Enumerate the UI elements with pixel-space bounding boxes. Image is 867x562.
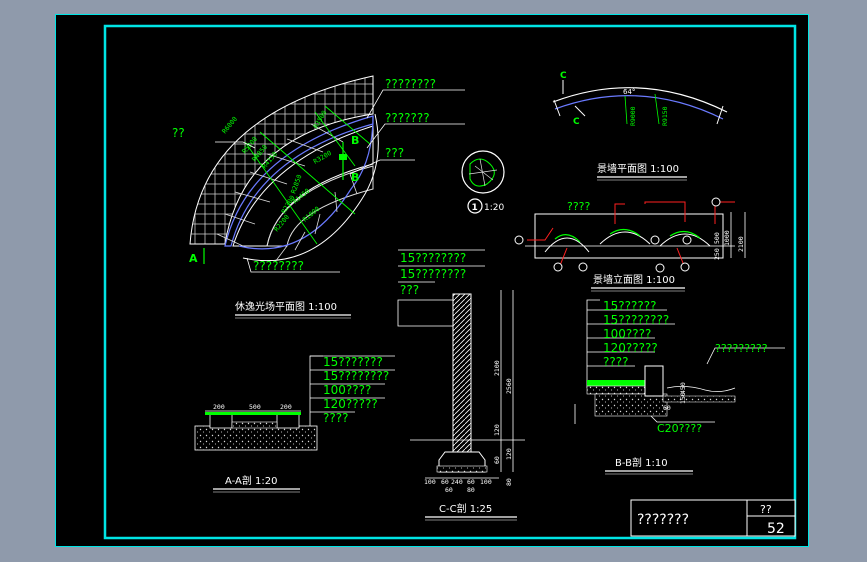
section-aa-title: A-A剖 1:20 xyxy=(225,474,278,487)
cc-layer: 15???????? xyxy=(400,251,466,265)
bb-right-label: ????????? xyxy=(715,342,768,355)
drawing-sheet: R6000 R5200 R4850 R4150 R3500 R3200 R285… xyxy=(55,14,809,547)
aa-dim: 200 xyxy=(213,403,225,411)
cc-layer: 15???????? xyxy=(400,267,466,281)
callout-label: ???????? xyxy=(385,77,436,91)
cc-dim: 60 xyxy=(493,456,501,464)
callout-label: ???????? xyxy=(253,259,304,273)
wall-plan: C C 64° R9000 R9150 景墙平面图 1:100 xyxy=(552,71,728,181)
detail-number: 1 xyxy=(472,203,478,213)
callout-label: ??? xyxy=(385,146,404,160)
wall-plan-title: 景墙平面图 1:100 xyxy=(597,162,679,175)
cc-dim: 240 xyxy=(451,478,463,486)
section-marker-a: A xyxy=(189,252,198,265)
cc-dim: 60 xyxy=(445,486,453,494)
aa-dim: 500 xyxy=(249,403,261,411)
wall-elev-dim: 250 xyxy=(713,248,721,260)
cc-dim: 80 xyxy=(505,478,513,486)
aa-layer: ???? xyxy=(323,411,348,425)
wall-angle: 64° xyxy=(623,88,635,96)
cc-dim: 100 xyxy=(480,478,492,486)
sheet-label: ?? xyxy=(760,503,772,516)
cc-dim: 2560 xyxy=(505,378,513,394)
plaza-dim: R2200 xyxy=(272,213,291,233)
cc-dim: 120 xyxy=(493,424,501,436)
wall-elev-dim: 2100 xyxy=(737,236,745,252)
bb-layer: ???? xyxy=(603,355,628,369)
section-cc-title: C-C剖 1:25 xyxy=(439,502,492,515)
bb-layer: 15???????? xyxy=(603,313,669,327)
bb-layer: 120????? xyxy=(603,341,658,355)
sheet-number: 52 xyxy=(767,521,785,537)
cc-layer: ??? xyxy=(400,283,419,297)
section-marker-b: B xyxy=(351,171,359,184)
section-bb: 15?????? 15???????? 100???? 120????? ???… xyxy=(574,299,785,475)
drawing-name: ??????? xyxy=(637,512,689,528)
callout-label: ??????? xyxy=(385,111,430,125)
cc-dim: 60 xyxy=(467,478,475,486)
section-marker-b: B xyxy=(351,134,359,147)
title-block: ??????? ?? 52 xyxy=(630,499,796,537)
cc-dim: 80 xyxy=(467,486,475,494)
callout-label: ?? xyxy=(172,126,185,140)
aa-dim: 200 xyxy=(280,403,292,411)
wall-elevation: ???? 2100 1000 500 250 景墙立面图 1:100 xyxy=(514,197,746,292)
section-marker-c: C xyxy=(560,71,567,81)
cc-dim: 60 xyxy=(441,478,449,486)
bb-dim: 60 xyxy=(663,404,671,412)
bb-layer: 15?????? xyxy=(603,299,656,313)
plaza-plan-title: 休逸光场平面图 1:100 xyxy=(235,300,337,313)
section-aa: 200 500 200 15??????? 15???????? 100????… xyxy=(194,355,395,493)
plaza-plan: R6000 R5200 R4850 R4150 R3500 R3200 R285… xyxy=(172,75,465,319)
cc-dim: 120 xyxy=(505,448,513,460)
bb-bottom-label: C20???? xyxy=(657,422,702,435)
wall-elev-label: ???? xyxy=(567,200,591,213)
cc-dim: 2100 xyxy=(493,360,501,376)
section-bb-title: B-B剖 1:10 xyxy=(615,456,668,469)
detail-1: 1 1:20 xyxy=(461,150,505,214)
bb-layer: 100???? xyxy=(603,327,651,341)
aa-layer: 15???????? xyxy=(323,369,389,383)
section-marker-c: C xyxy=(573,117,580,127)
wall-elev-dim: 1000 xyxy=(723,230,731,246)
cc-dim: 100 xyxy=(424,478,436,486)
drawing-canvas: R6000 R5200 R4850 R4150 R3500 R3200 R285… xyxy=(55,14,809,547)
bb-dim: 150 xyxy=(679,392,687,404)
aa-layer: 120????? xyxy=(323,397,378,411)
aa-layer: 15??????? xyxy=(323,355,383,369)
wall-dim: R9000 xyxy=(629,106,637,126)
drawing-frame xyxy=(103,24,797,540)
section-cc: 15???????? 15???????? ??? 2100 2560 120 … xyxy=(397,249,525,521)
plaza-dim: R6000 xyxy=(220,115,239,135)
wall-elev-title: 景墙立面图 1:100 xyxy=(593,273,675,286)
aa-layer: 100???? xyxy=(323,383,371,397)
wall-dim: R9150 xyxy=(661,106,669,126)
wall-elev-dim: 500 xyxy=(713,232,721,244)
bb-dim: 450 xyxy=(679,382,687,394)
detail-scale: 1:20 xyxy=(484,203,504,213)
